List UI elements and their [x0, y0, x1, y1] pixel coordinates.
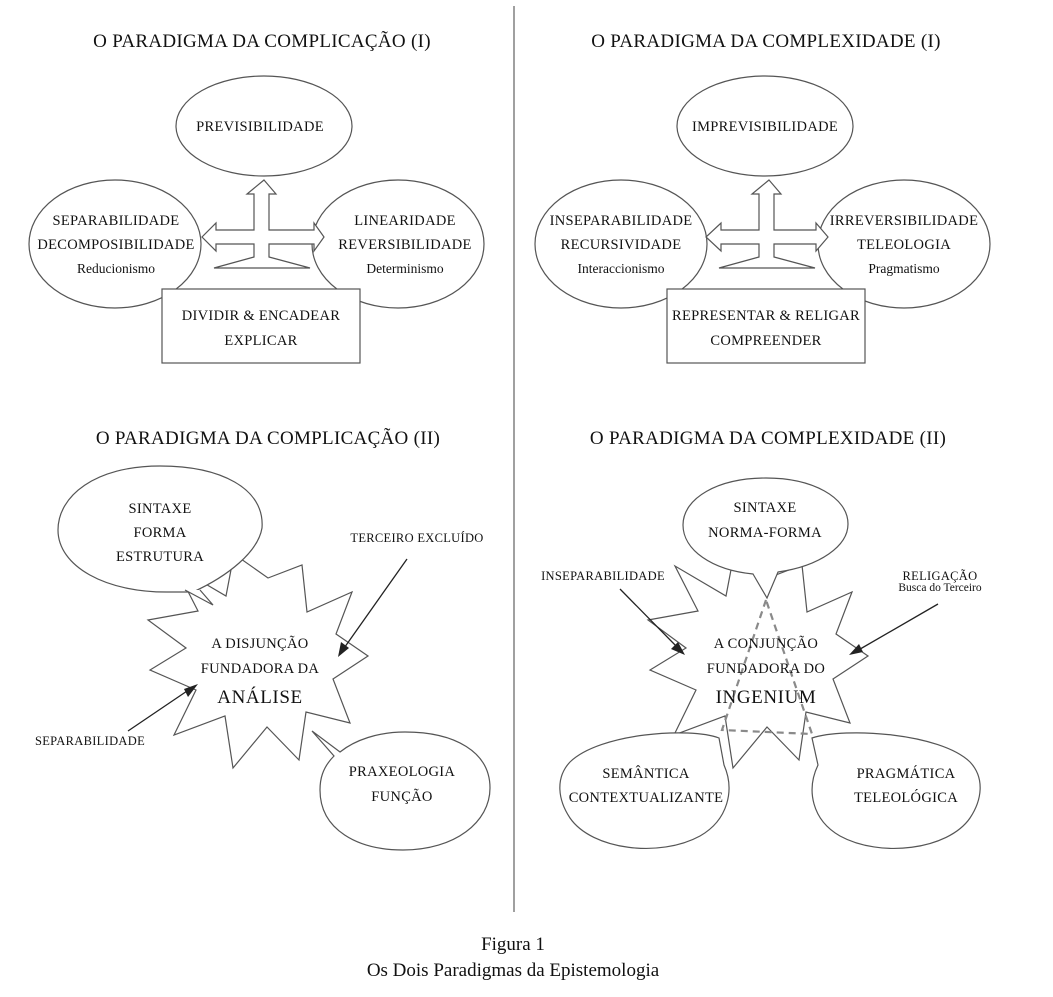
- excluded-third-label: TERCEIRO EXCLUÍDO: [350, 531, 483, 545]
- top-ellipse: [676, 75, 854, 177]
- right-ellipse-line1: LINEARIDADE: [354, 213, 456, 229]
- right-ellipse-sub: Determinismo: [366, 261, 443, 276]
- left-ellipse: [28, 179, 202, 309]
- inseparability-label: INSEPARABILIDADE: [541, 569, 665, 583]
- action-box: [666, 288, 866, 364]
- disjunction-star: [146, 552, 370, 770]
- action-box-line1: DIVIDIR & ENCADEAR: [182, 308, 340, 324]
- pragmatics-bubble-line1: PRAGMÁTICA: [857, 765, 956, 782]
- top-ellipse-label: PREVISIBILIDADE: [196, 119, 324, 135]
- left-ellipse-sub: Interaccionismo: [578, 261, 665, 276]
- quadrant-complexidade-ii: O PARADIGMA DA COMPLEXIDADE (II) SINTAXE…: [541, 428, 982, 850]
- connection-triangle: [720, 596, 814, 736]
- top-ellipse-label: IMPREVISIBILIDADE: [692, 119, 838, 135]
- religation-sublabel: Busca do Terceiro: [898, 582, 982, 594]
- arrow-cross: [705, 179, 829, 269]
- action-box: [161, 288, 361, 364]
- quadrant-complicacao-i: O PARADIGMA DA COMPLICAÇÃO (I) PREVISIBI…: [28, 30, 485, 364]
- praxeology-bubble: [311, 730, 491, 851]
- syntax-bubble: [57, 465, 263, 593]
- left-ellipse-line2: DECOMPOSIBILIDADE: [37, 237, 194, 253]
- star-line3: INGENIUM: [716, 687, 817, 708]
- semantics-bubble-line1: SEMÂNTICA: [602, 765, 690, 782]
- action-box-line1: REPRESENTAR & RELIGAR: [672, 308, 860, 324]
- quadrant-title: O PARADIGMA DA COMPLEXIDADE (II): [590, 428, 946, 449]
- praxeology-bubble-line1: PRAXEOLOGIA: [349, 764, 456, 780]
- semantics-bubble: [559, 732, 730, 850]
- left-ellipse-line2: RECURSIVIDADE: [561, 237, 682, 253]
- star-line3: ANÁLISE: [217, 686, 302, 708]
- left-ellipse-sub: Reducionismo: [77, 261, 155, 276]
- quadrant-complicacao-ii: O PARADIGMA DA COMPLICAÇÃO (II) SINTAXE …: [35, 427, 491, 851]
- figure-caption-line2: Os Dois Paradigmas da Epistemologia: [367, 960, 660, 981]
- conjunction-star: [646, 552, 870, 770]
- pragmatics-bubble: [811, 732, 981, 850]
- excluded-third-arrow: [341, 558, 408, 652]
- figure-caption-line1: Figura 1: [481, 934, 545, 955]
- arrow-cross: [201, 179, 325, 269]
- quadrant-title: O PARADIGMA DA COMPLICAÇÃO (I): [93, 30, 431, 52]
- left-ellipse-line1: INSEPARABILIDADE: [550, 213, 693, 229]
- top-ellipse: [175, 75, 353, 177]
- action-box-line2: COMPREENDER: [710, 333, 821, 349]
- praxeology-bubble-line2: FUNÇÃO: [371, 789, 432, 805]
- separability-arrow: [127, 686, 194, 732]
- semantics-bubble-line2: CONTEXTUALIZANTE: [569, 790, 724, 806]
- quadrant-title: O PARADIGMA DA COMPLICAÇÃO (II): [96, 427, 440, 449]
- inseparability-arrow: [619, 588, 681, 651]
- star-line1: A CONJUNÇÃO: [714, 636, 818, 652]
- syntax-bubble-line2: NORMA-FORMA: [708, 525, 822, 541]
- right-ellipse-line1: IRREVERSIBILIDADE: [830, 213, 978, 229]
- quadrant-complexidade-i: O PARADIGMA DA COMPLEXIDADE (I) IMPREVIS…: [534, 31, 991, 364]
- action-box-line2: EXPLICAR: [224, 333, 297, 349]
- right-ellipse-sub: Pragmatismo: [868, 261, 939, 276]
- religation-arrow: [854, 603, 939, 653]
- right-ellipse-line2: TELEOLOGIA: [857, 237, 951, 253]
- right-ellipse-line2: REVERSIBILIDADE: [338, 237, 471, 253]
- left-ellipse: [534, 179, 708, 309]
- syntax-bubble-line1: SINTAXE: [734, 500, 797, 516]
- religation-label: RELIGAÇÃO: [903, 569, 978, 583]
- separability-label: SEPARABILIDADE: [35, 734, 145, 748]
- pragmatics-bubble-line2: TELEOLÓGICA: [854, 789, 958, 806]
- star-line1: A DISJUNÇÃO: [211, 636, 308, 652]
- syntax-bubble-line2: FORMA: [133, 525, 186, 541]
- syntax-bubble: [682, 477, 849, 600]
- quadrant-title: O PARADIGMA DA COMPLEXIDADE (I): [591, 31, 941, 52]
- syntax-bubble-line1: SINTAXE: [129, 501, 192, 517]
- star-line2: FUNDADORA DO: [707, 661, 825, 677]
- star-line2: FUNDADORA DA: [201, 661, 320, 677]
- left-ellipse-line1: SEPARABILIDADE: [53, 213, 180, 229]
- syntax-bubble-line3: ESTRUTURA: [116, 549, 204, 565]
